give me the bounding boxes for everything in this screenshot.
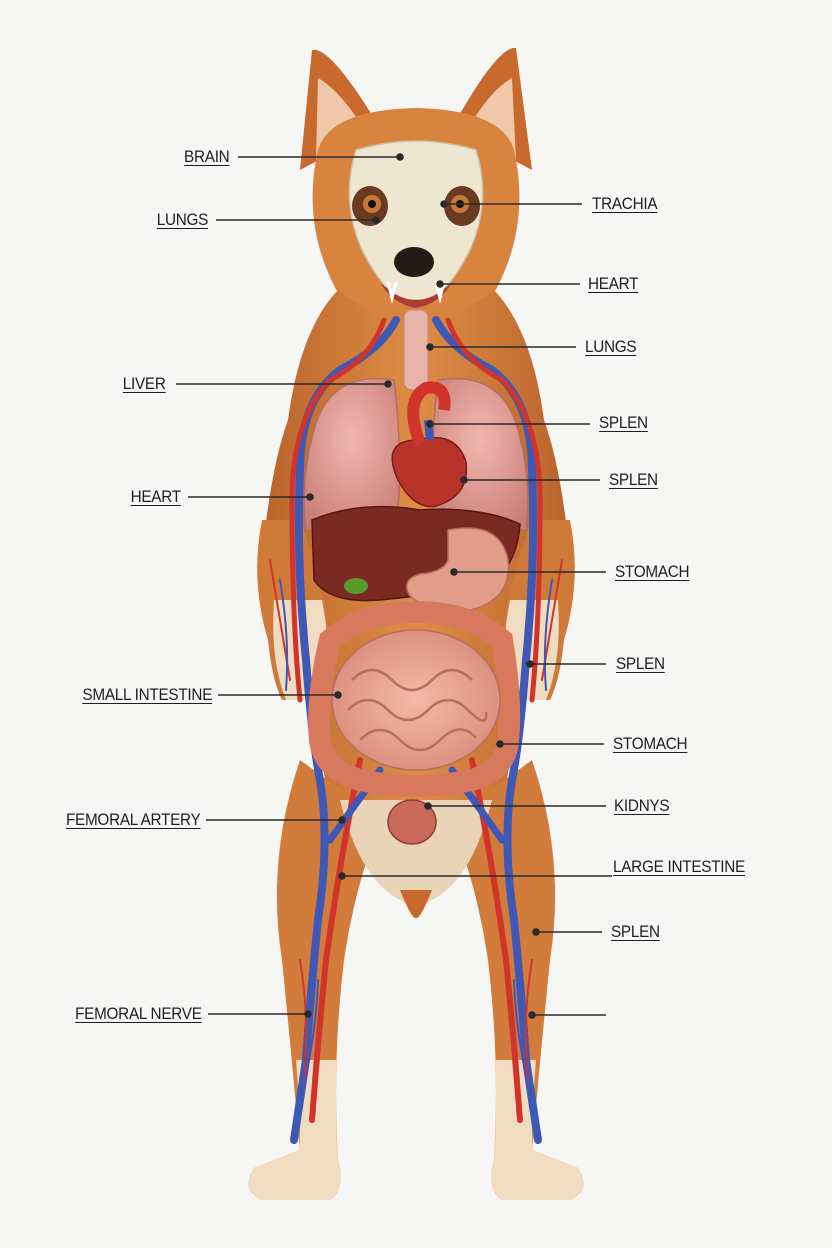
label-lungs-left: LUNGS	[156, 210, 209, 229]
label-brain: BRAIN	[183, 147, 230, 166]
blood-vessels	[269, 316, 563, 1144]
label-femoral-nerve: FEMORAL NERVE	[75, 1004, 202, 1023]
label-splen-2: SPLEN	[609, 470, 658, 489]
label-stomach-2: STOMACH	[613, 734, 688, 753]
label-heart-right: HEART	[588, 274, 639, 293]
label-heart-left: HEART	[130, 487, 182, 506]
large-intestine	[308, 600, 521, 797]
label-femoral-artery: FEMORAL ARTERY	[65, 810, 200, 829]
label-lungs-right: LUNGS	[585, 337, 637, 356]
label-kidnys: KIDNYS	[614, 796, 670, 815]
trachea	[403, 309, 429, 391]
label-large-intestine: LARGE INTESTINE	[613, 857, 745, 876]
leader-lines	[176, 153, 612, 1019]
label-trachia: TRACHIA	[592, 194, 658, 213]
label-liver: LIVER	[123, 374, 166, 393]
small-intestine	[331, 629, 501, 771]
skull	[348, 140, 484, 308]
bladder	[387, 799, 437, 845]
gallbladder	[344, 578, 368, 594]
heart	[391, 381, 468, 508]
label-splen-1: SPLEN	[599, 413, 648, 432]
label-splen-4: SPLEN	[611, 922, 660, 941]
label-stomach-1: STOMACH	[615, 562, 690, 581]
label-splen-3: SPLEN	[616, 654, 665, 673]
label-small-intestine: SMALL INTESTINE	[82, 685, 212, 704]
